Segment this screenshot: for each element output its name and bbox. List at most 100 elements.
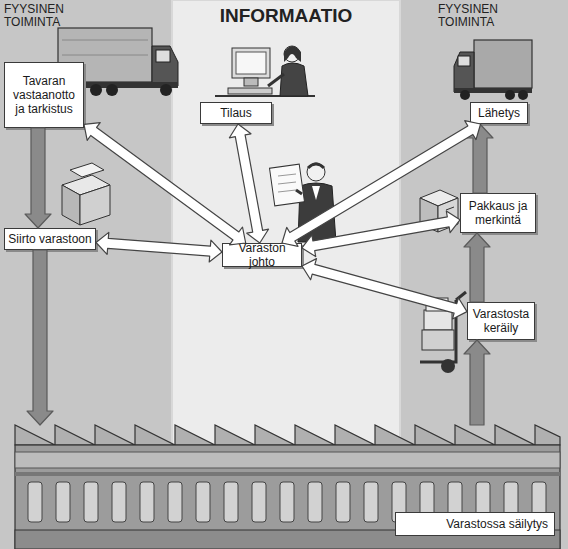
parcel-illustration: [438, 198, 458, 232]
warehouse-building: [15, 452, 560, 468]
person-at-computer: [244, 78, 258, 86]
node-text: Siirto varastoon: [8, 232, 91, 246]
warehouse-building: [280, 482, 294, 522]
truck-left: [152, 46, 178, 86]
truck-left: [90, 84, 102, 96]
warehouse-building: Varastossa säilytys: [15, 425, 560, 549]
hand-truck: [422, 330, 454, 350]
info-arrow: [96, 232, 222, 262]
warehouse-building: [224, 482, 238, 522]
person-at-computer: [268, 74, 284, 86]
warehouse-building: [15, 425, 560, 445]
warehouse-building: [15, 445, 560, 549]
person-at-computer: [215, 46, 315, 96]
boxes-illustration: [62, 163, 110, 225]
manager-figure: [307, 163, 325, 181]
truck-right: [505, 90, 515, 100]
person-at-computer: [280, 63, 308, 96]
node-text: Pakkaus ja merkintä: [464, 199, 532, 227]
person-at-computer: [284, 46, 301, 62]
truck-left: [160, 84, 172, 96]
process-box: Tavaran vastaanotto ja tarkistus: [4, 62, 84, 128]
flow-arrow: [464, 340, 490, 425]
boxes-illustration: [62, 185, 80, 225]
process-box: Siirto varastoon: [4, 228, 96, 250]
manager-figure: [278, 182, 296, 184]
parcel-illustration: [420, 190, 458, 232]
warehouse-building: [84, 482, 98, 522]
warehouse-building: [336, 482, 350, 522]
truck-left: [62, 55, 148, 56]
flow-arrow: [464, 233, 490, 302]
hand-truck: [426, 298, 448, 311]
process-box: Varastosta keräily: [467, 302, 535, 340]
truck-right: [454, 40, 532, 100]
warehouse-building: [364, 482, 378, 522]
truck-left: [106, 84, 118, 96]
warehouse-building: [168, 482, 182, 522]
person-at-computer: [236, 52, 266, 74]
node-text: Varaston johto: [226, 241, 298, 269]
manager-figure: [298, 183, 336, 242]
process-box: Lähetys: [470, 102, 528, 124]
warehouse-building: [28, 482, 42, 522]
warehouse-building: [308, 482, 322, 522]
manager-figure: [312, 186, 320, 200]
manager-figure: [308, 164, 324, 168]
truck-left: [62, 40, 148, 41]
manager-figure: [296, 190, 302, 194]
column-heading: FYYSINEN TOIMINTA: [438, 3, 538, 28]
column-heading: FYYSINEN TOIMINTA: [4, 3, 94, 28]
storage-tag: Varastossa säilytys: [395, 512, 555, 536]
truck-right: [454, 52, 474, 92]
node-text: Tilaus: [220, 106, 252, 120]
truck-right: [518, 90, 528, 100]
boxes-illustration: [80, 185, 110, 225]
warehouse-building: [196, 482, 210, 522]
warehouse-building: [112, 482, 126, 522]
hand-truck: [456, 292, 466, 300]
warehouse-building: [56, 482, 70, 522]
manager-figure: [270, 163, 336, 242]
column-heading: INFORMAATIO: [172, 6, 400, 26]
warehouse-building: [252, 482, 266, 522]
warehouse-building: [140, 482, 154, 522]
truck-left: [156, 50, 170, 62]
manager-figure: [278, 174, 296, 176]
flow-arrow: [467, 124, 493, 193]
manager-figure: [278, 190, 296, 192]
truck-right: [474, 40, 532, 88]
flow-arrow: [25, 128, 51, 228]
process-box: Tilaus: [200, 102, 272, 124]
info-arrow: [302, 211, 460, 257]
info-arrow: [84, 123, 246, 245]
info-arrow: [302, 259, 467, 319]
node-text: Lähetys: [478, 106, 520, 120]
process-box: Pakkaus ja merkintä: [460, 193, 536, 233]
node-text: Tavaran vastaanotto ja tarkistus: [8, 74, 80, 116]
parcel-illustration: [446, 207, 454, 210]
flow-arrow: [27, 250, 53, 425]
manager-figure: [270, 164, 305, 206]
hand-truck: [441, 359, 455, 373]
hand-truck: [424, 310, 452, 330]
hand-truck: [420, 300, 456, 362]
warehouse-building: [15, 425, 560, 549]
person-at-computer: [228, 88, 272, 94]
parcel-illustration: [420, 198, 438, 232]
info-arrow: [282, 121, 481, 247]
info-arrow: [229, 124, 268, 243]
node-text: Varastossa säilytys: [446, 517, 548, 531]
person-at-computer: [284, 46, 300, 62]
node-text: Varastosta keräily: [471, 307, 531, 335]
boxes-illustration: [70, 163, 104, 177]
person-at-computer: [232, 48, 270, 78]
warehouse-building: [15, 472, 560, 476]
truck-right: [458, 56, 470, 66]
process-box: Varaston johto: [222, 243, 302, 267]
